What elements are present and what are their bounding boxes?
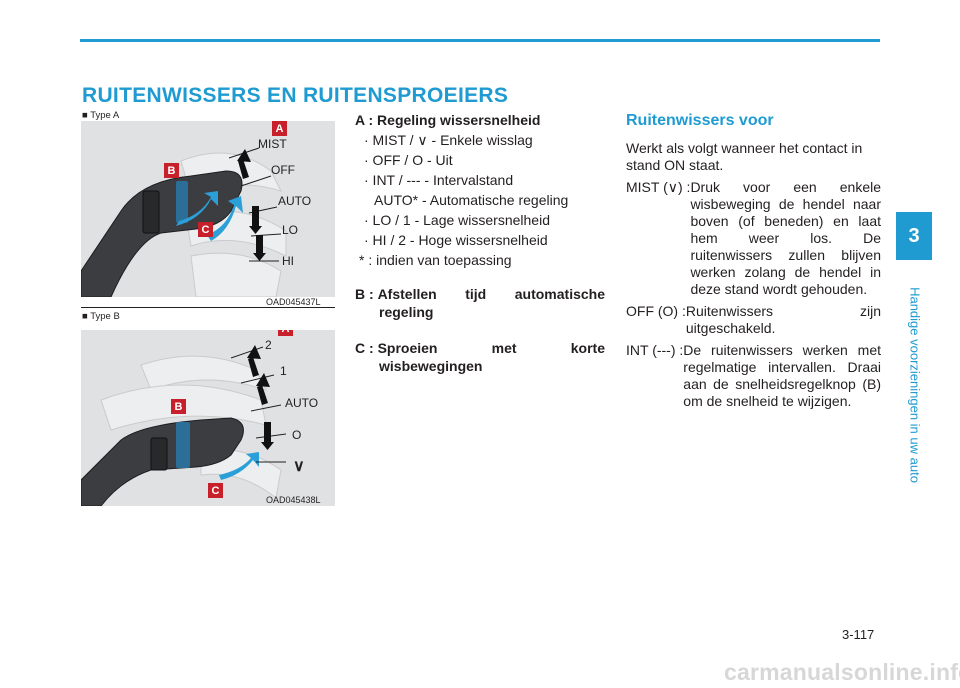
legend-entry-c: C : Sproeien met korte <box>355 338 605 358</box>
position-label-auto: AUTO <box>278 194 312 208</box>
top-rule <box>80 39 880 42</box>
position-label-1: 1 <box>280 364 287 378</box>
legend-item: · HI / 2 - Hoge wissersnelheid <box>364 232 548 248</box>
legend-item: · INT / --- - Intervalstand <box>364 172 514 188</box>
legend-key-c: C : <box>355 340 374 356</box>
legend-key-b: B : <box>355 286 374 302</box>
description-column: Ruitenwissers voor Werkt als volgt wanne… <box>626 110 881 410</box>
legend-text-b-line2: regeling <box>379 304 434 320</box>
legend-entry-b-cont: regeling <box>355 304 605 320</box>
callout-b: B <box>164 163 179 178</box>
callout-c: C <box>198 222 213 237</box>
legend-item: · OFF / O - Uit <box>364 152 453 168</box>
legend-text-c-line1: Sproeien met korte <box>377 340 605 356</box>
chapter-number-tab: 3 <box>896 212 932 260</box>
position-label-auto: AUTO <box>285 396 319 410</box>
watermark: carmanualsonline.info <box>724 659 960 685</box>
definition-term: INT (---) : <box>626 342 684 358</box>
definition-desc: Ruitenwissers zijn uitgeschakeld. <box>685 303 881 336</box>
wiper-lever-drawing-icon <box>81 330 335 506</box>
callout-b: B <box>171 399 186 414</box>
legend-entry-b: B : Afstellen tijd automatische <box>355 284 605 304</box>
definition-desc: Druk voor een enkele wisbeweging de hend… <box>690 179 881 297</box>
position-label-mist-symbol: ∨ <box>293 458 305 475</box>
position-label-lo: LO <box>282 223 299 237</box>
legend-text-c-line2: wisbewegingen <box>379 358 483 374</box>
legend-item: · LO / 1 - Lage wissersnelheid <box>364 212 550 228</box>
position-label-mist: MIST <box>258 137 287 151</box>
legend-key-a: A : <box>355 112 374 128</box>
definition-int: INT (---) : De ruitenwissers werken met … <box>626 342 881 410</box>
page-number: 3-117 <box>842 627 875 642</box>
figure-type-a-label: ■ Type A <box>82 110 120 121</box>
definition-mist: MIST (∨) : Druk voor een enkele wisbeweg… <box>626 179 881 298</box>
legend-entry-a: A : Regeling wissersnelheid <box>355 110 605 130</box>
section-title: RUITENWISSERS EN RUITENSPROEIERS <box>82 84 509 107</box>
legend-item: · MIST / ∨ - Enkele wisslag <box>364 132 533 148</box>
position-label-2: 2 <box>265 338 272 352</box>
legend-footnote: * : indien van toepassing <box>359 252 512 268</box>
subsection-heading: Ruitenwissers voor <box>626 112 774 129</box>
figure-code-a: OAD045437L <box>266 297 321 307</box>
callout-c: C <box>208 483 223 498</box>
legend-column: A : Regeling wissersnelheid · MIST / ∨ -… <box>355 110 605 374</box>
position-label-off: OFF <box>271 163 295 177</box>
chapter-title-vertical: Handige voorzieningen in uw auto <box>907 270 923 500</box>
callout-a: A <box>278 330 293 336</box>
callout-a: A <box>272 121 287 136</box>
legend-entry-c-cont: wisbewegingen <box>355 358 605 374</box>
chapter-title: Handige voorzieningen in uw auto <box>907 287 923 483</box>
figure-divider <box>81 307 335 308</box>
figure-type-b-label: ■ Type B <box>82 311 120 322</box>
legend-text-b-line1: Afstellen tijd automatische <box>377 286 605 302</box>
definition-term: MIST (∨) : <box>626 179 691 195</box>
legend-item: AUTO* - Automatische regeling <box>374 192 569 208</box>
legend-text-a: Regeling wissersnelheid <box>377 112 541 128</box>
definition-desc: De ruitenwissers werken met regelmatige … <box>683 342 881 409</box>
wiper-lever-illustration-type-a: A B C MIST OFF AUTO LO HI <box>81 121 335 297</box>
intro-paragraph: Werkt als volgt wanneer het contact in s… <box>626 140 863 173</box>
position-label-o: O <box>292 428 302 442</box>
figure-code-b: OAD045438L <box>266 495 321 505</box>
wiper-lever-drawing-icon <box>81 121 335 297</box>
definition-off: OFF (O) : Ruitenwissers zijn uitgeschake… <box>626 303 881 337</box>
position-label-hi: HI <box>282 254 294 268</box>
wiper-lever-illustration-type-b: A B C 2 1 AUTO O ∨ <box>81 330 335 506</box>
definition-term: OFF (O) : <box>626 303 686 319</box>
